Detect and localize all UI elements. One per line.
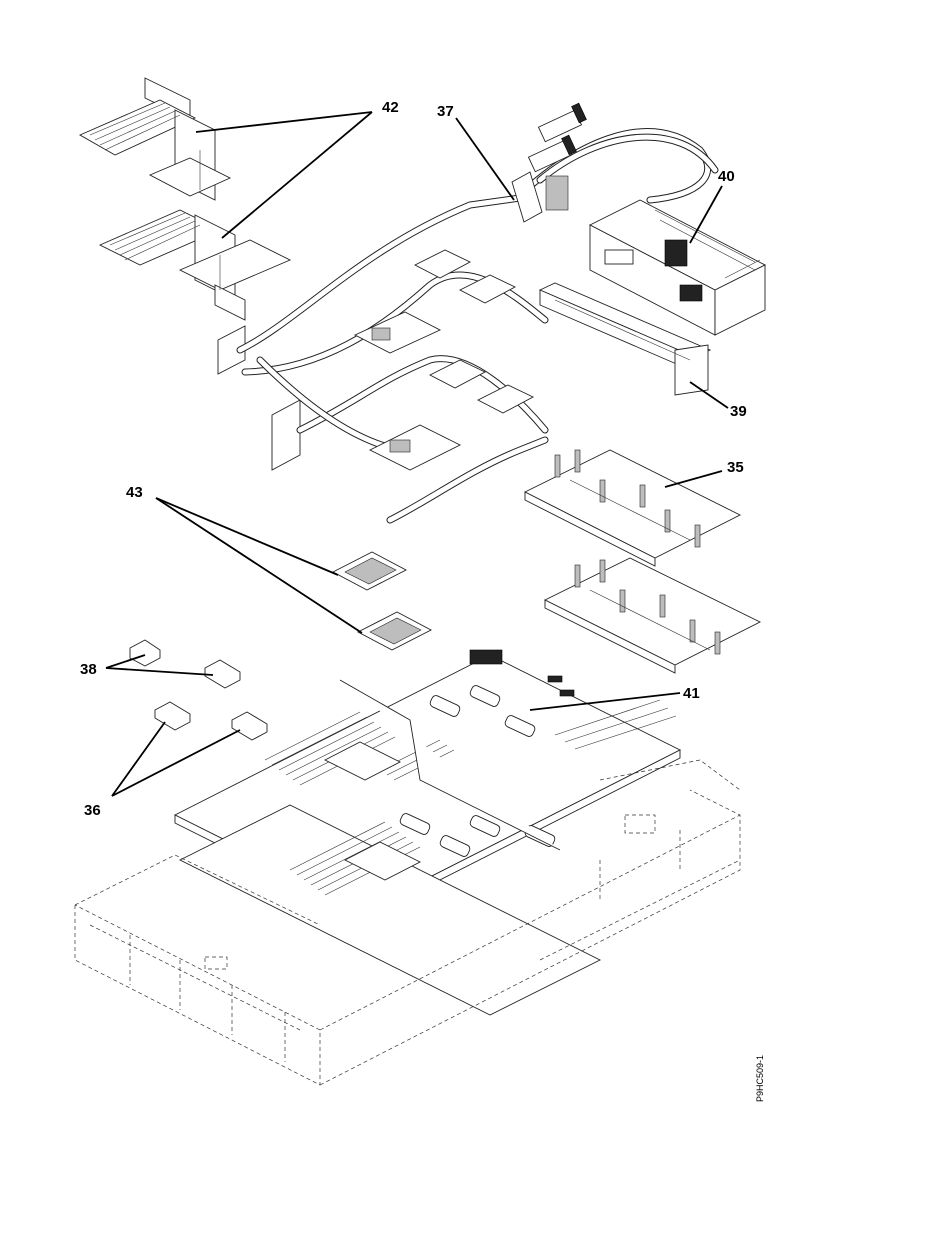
processor-cold-plates-part-35	[525, 450, 760, 673]
system-board-part-41	[175, 650, 680, 1015]
callout-39: 39	[690, 382, 747, 420]
callout-39-label: 39	[730, 403, 747, 420]
callout-42: 42	[196, 99, 399, 238]
callout-35-label: 35	[727, 459, 744, 476]
callout-37-label: 37	[437, 103, 454, 120]
callout-40-label: 40	[718, 168, 735, 185]
callout-38-label: 38	[80, 661, 97, 678]
clips-part-38	[130, 640, 240, 688]
callout-36-label: 36	[84, 802, 101, 819]
callout-37: 37	[437, 103, 514, 200]
callout-43-label: 43	[126, 484, 143, 501]
callout-42-label: 42	[382, 99, 399, 116]
callout-40: 40	[690, 168, 735, 243]
air-baffle-assembly	[80, 78, 290, 320]
callout-41-label: 41	[683, 685, 700, 702]
clips-part-36	[155, 702, 267, 740]
processor-modules-part-43	[333, 552, 431, 650]
callout-43: 43	[126, 484, 362, 633]
figure-identifier: P9HC509-1	[755, 1055, 765, 1102]
callout-35: 35	[665, 459, 744, 487]
cooling-manifold-assembly	[218, 103, 715, 520]
